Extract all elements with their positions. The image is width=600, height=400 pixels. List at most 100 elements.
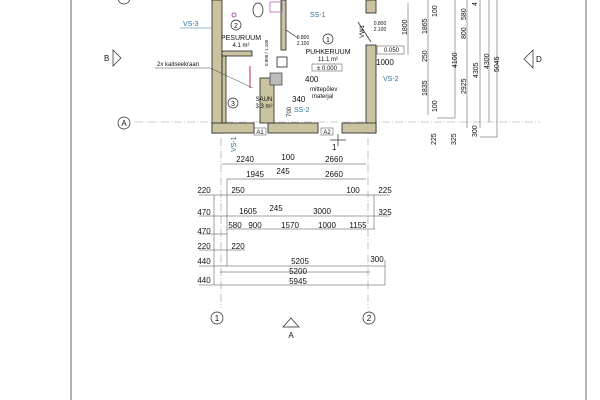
svg-text:A: A — [288, 331, 294, 340]
building-walls — [211, 0, 377, 134]
bottom-dimension-lines — [199, 163, 390, 286]
interior-door-swing — [285, 29, 299, 39]
note-protective-screens: 2x kaitseekraan — [157, 62, 199, 68]
dim-bottom: 245 — [276, 167, 290, 176]
dim-bottom: 5200 — [289, 267, 307, 276]
dim-700: 700 — [287, 106, 293, 117]
dim-bottom: 2240 — [236, 155, 254, 164]
dim-bottom: 5205 — [291, 257, 309, 266]
dim-bottom: 1570 — [281, 221, 299, 230]
window-tag-a2: A2 — [320, 127, 334, 136]
dim-right: 325 — [451, 133, 458, 145]
dim-bottom: 1000 — [318, 221, 336, 230]
svg-text:SAUN: SAUN — [256, 97, 273, 103]
svg-text:2: 2 — [367, 314, 372, 323]
dim-right: 4305 — [473, 62, 480, 78]
wall-tag-vs1: VS-1 — [231, 136, 238, 152]
dim-right: 800 — [461, 27, 468, 39]
dim-400: 400 — [305, 75, 319, 84]
svg-text:B: B — [104, 54, 109, 63]
dim-right: 1835 — [422, 80, 429, 96]
door-size-sauna: 0.800 / 1.100 — [264, 39, 269, 66]
svg-text:A2: A2 — [323, 130, 331, 136]
grid-bubble-1: 1 — [210, 311, 224, 325]
dim-bottom: 220 — [231, 242, 245, 251]
door-tag-vw1: VW1 — [360, 24, 366, 38]
svg-text:A: A — [121, 119, 127, 128]
door-size-width: 0.800 — [374, 21, 387, 27]
dim-340: 340 — [292, 95, 306, 104]
dim-bottom: 220 — [197, 186, 211, 195]
door-size-width: 0.800 — [297, 35, 310, 41]
dim-right: 100 — [432, 5, 439, 17]
toilet-icon — [252, 2, 264, 18]
window-tag-a1: A1 — [253, 127, 267, 136]
dim-bottom: 900 — [248, 221, 262, 230]
dim-bottom: 470 — [197, 208, 211, 217]
dim-bottom: 470 — [197, 227, 211, 236]
dim-right: 4 — [472, 2, 479, 6]
grid-bubble-a: A — [117, 116, 131, 130]
dim-bottom: 325 — [378, 208, 392, 217]
section-cut-1: 1 — [330, 134, 346, 152]
dim-right: 4100 — [452, 52, 459, 68]
floor-drain-icon — [231, 12, 237, 18]
wall-tag-vs3: VS-3 — [183, 21, 199, 28]
grid-bubble-2: 2 — [362, 311, 376, 325]
dim-right: 1865 — [422, 18, 429, 34]
dim-right: 100 — [432, 100, 439, 112]
entrance-door-swing — [357, 21, 372, 43]
door-size-height: 2.100 — [374, 27, 387, 33]
note-material: materjal — [312, 94, 333, 100]
section-mark-d: D — [523, 49, 542, 69]
dim-bottom: 220 — [197, 242, 211, 251]
note-nonflammable: mittepõlev — [310, 87, 337, 93]
dim-right: 5045 — [494, 56, 501, 72]
dim-right: 4300 — [484, 53, 491, 69]
section-mark-a: A — [282, 317, 300, 340]
dim-bottom: 1945 — [246, 170, 264, 179]
dim-1000: 1000 — [376, 58, 394, 67]
sink-icon — [269, 1, 283, 13]
right-dimension-lines — [407, 0, 498, 138]
wall-tag-ss1: SS-1 — [310, 12, 326, 19]
svg-text:4.1 m²: 4.1 m² — [232, 43, 249, 49]
dim-right: 1800 — [402, 19, 409, 35]
dim-bottom: 225 — [378, 186, 392, 195]
svg-text:PUHKERUUM: PUHKERUUM — [305, 49, 350, 56]
level-step: 0.050 — [384, 48, 400, 54]
room-pesuruum: 2 PESURUUM 4.1 m² — [221, 19, 261, 49]
svg-text:2: 2 — [234, 23, 238, 30]
sauna-stove — [269, 72, 283, 86]
dim-bottom: 100 — [281, 153, 295, 162]
dim-bottom: 440 — [197, 276, 211, 285]
room-saun: 3 SAUN 3.3 m² — [227, 97, 273, 110]
dim-right: 580 — [461, 8, 468, 20]
dim-right: 250 — [422, 50, 429, 62]
svg-text:3.3 m²: 3.3 m² — [255, 104, 272, 110]
dim-bottom: 3000 — [313, 207, 331, 216]
svg-text:3: 3 — [231, 101, 235, 108]
svg-text:11.1 m²: 11.1 m² — [318, 57, 338, 63]
dim-right: 225 — [431, 133, 438, 145]
dim-bottom: 245 — [269, 204, 283, 213]
dim-right: 2925 — [461, 78, 468, 94]
dim-bottom: 2660 — [325, 170, 343, 179]
section-mark-b: B — [104, 49, 122, 67]
svg-text:1: 1 — [215, 314, 220, 323]
dim-bottom: 250 — [231, 186, 245, 195]
dim-bottom: 440 — [197, 257, 211, 266]
room-puhkeruum: 1 PUHKERUUM 11.1 m² ± 0.000 — [305, 33, 351, 72]
dim-bottom: 1605 — [239, 207, 257, 216]
dim-bottom: 580 — [228, 221, 242, 230]
dim-bottom: 5945 — [289, 277, 307, 286]
dim-bottom: 100 — [346, 186, 360, 195]
svg-text:PESURUUM: PESURUUM — [221, 35, 261, 42]
svg-text:1: 1 — [332, 143, 337, 152]
dim-right: 300 — [472, 125, 479, 137]
grid-bubble-b — [117, 0, 131, 5]
dim-bottom: 2660 — [325, 155, 343, 164]
dim-bottom: 1155 — [349, 221, 367, 230]
svg-text:D: D — [536, 55, 542, 64]
